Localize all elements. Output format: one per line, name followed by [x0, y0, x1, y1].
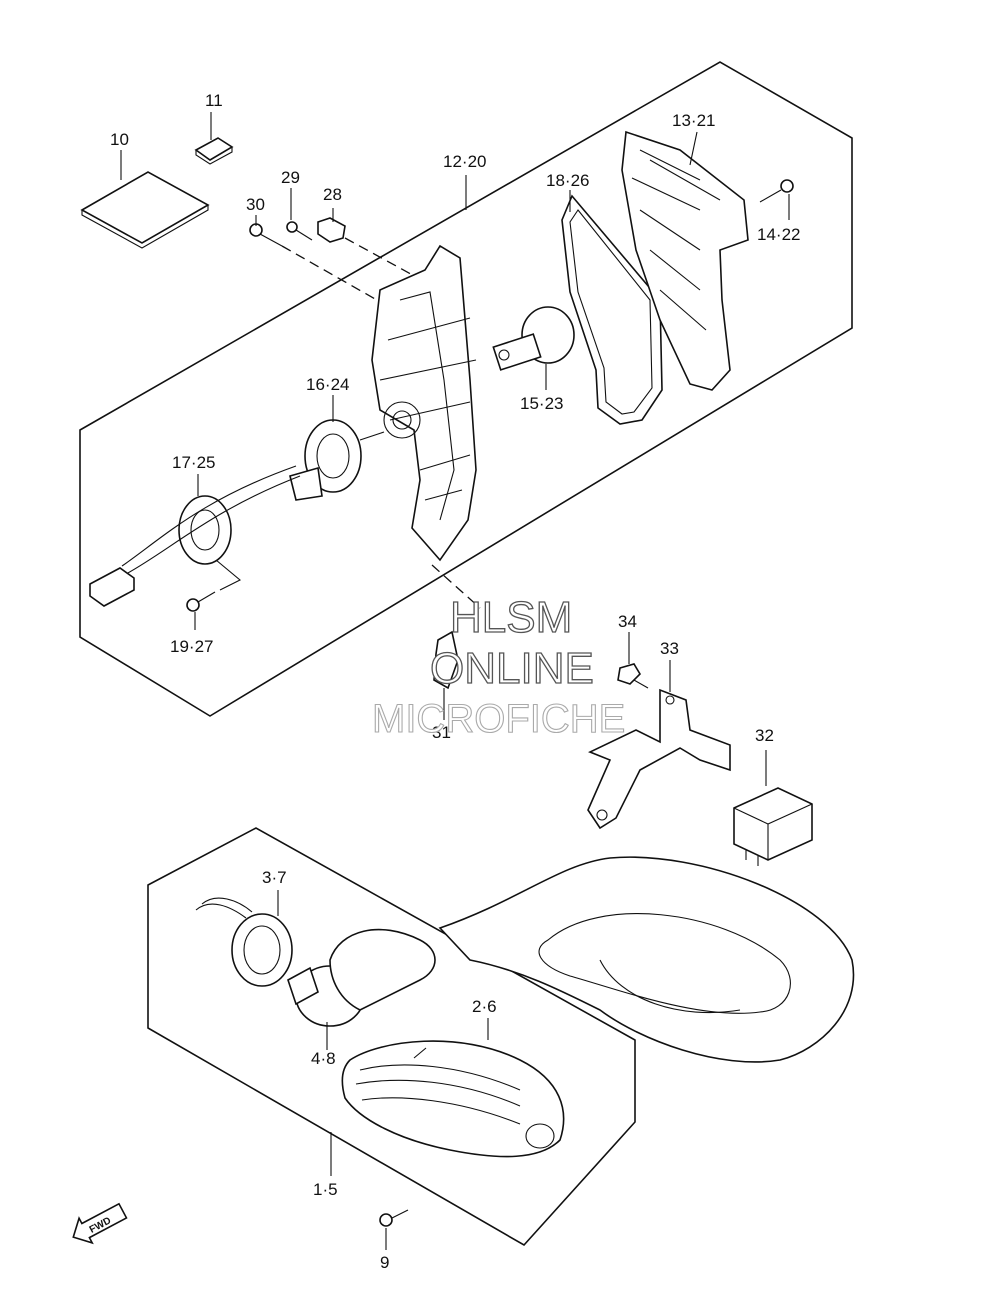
upper-assembly-outline: [79, 61, 853, 717]
part-label-30: 30: [246, 195, 265, 214]
part-label-11: 11: [205, 91, 223, 110]
watermark-line3: MICROFICHE: [372, 697, 625, 741]
lens-gasket-part: [561, 194, 663, 425]
screw-part-9: [379, 1209, 409, 1227]
pad-part: [194, 137, 234, 161]
watermark-line1: HLSM: [450, 593, 572, 642]
part-label-2-6: 2·6: [472, 997, 497, 1016]
bracket-part-33: [587, 688, 731, 830]
part-label-32: 32: [755, 726, 774, 745]
leader-line: [120, 112, 790, 1250]
part-label-1-5: 1·5: [313, 1180, 338, 1199]
part-label-17-25: 17·25: [172, 453, 215, 472]
turn-signal-part-1: [341, 1040, 565, 1158]
relay-part-32: [733, 787, 813, 866]
part-label-10: 10: [110, 130, 129, 149]
part-label-18-26: 18·26: [546, 171, 589, 190]
part-label-29: 29: [281, 168, 300, 187]
assembly-guide: [431, 564, 481, 609]
fwd-arrow-icon: FWD: [72, 1202, 128, 1245]
assembly-guide: [344, 237, 441, 291]
sticker-part: [80, 171, 210, 244]
mirror-body: [438, 856, 855, 1063]
socket-part-3: [195, 897, 293, 987]
screw-part-29: [286, 221, 313, 241]
part-label-3-7: 3·7: [262, 868, 287, 887]
connector-part: [89, 567, 135, 607]
clamp-part-31: [433, 630, 459, 690]
socket-part-16: [289, 419, 385, 501]
bracket-part: [371, 244, 477, 562]
part-label-14-22: 14·22: [757, 225, 800, 244]
part-label-33: 33: [660, 639, 679, 658]
part-label-13-21: 13·21: [672, 111, 715, 130]
bolt-part-34: [617, 663, 649, 689]
wire-harness: [121, 465, 297, 567]
screw-part-30: [249, 223, 283, 247]
part-label-15-23: 15·23: [520, 394, 563, 413]
screw-part-19: [186, 591, 216, 612]
part-label-31: 31: [432, 723, 451, 742]
part-label-4-8: 4·8: [311, 1049, 336, 1068]
bulb-part-15: [492, 306, 575, 371]
wire-harness: [125, 475, 301, 575]
part-label-9: 9: [380, 1253, 389, 1272]
assembly-guide: [281, 245, 413, 321]
lower-assembly-outline: [147, 827, 636, 1247]
clip-nut-part: [317, 217, 346, 243]
screw-part-14: [759, 179, 794, 203]
watermark-line2: ONLINE: [430, 644, 594, 693]
grommet-part-17: [178, 495, 232, 565]
part-label-19-27: 19·27: [170, 637, 213, 656]
part-label-16-24: 16·24: [306, 375, 349, 394]
lamp-housing: [329, 928, 436, 1011]
part-label-12-20: 12·20: [443, 152, 486, 171]
part-label-28: 28: [323, 185, 342, 204]
part-label-34: 34: [618, 612, 637, 631]
lens-part-13: [621, 130, 749, 391]
